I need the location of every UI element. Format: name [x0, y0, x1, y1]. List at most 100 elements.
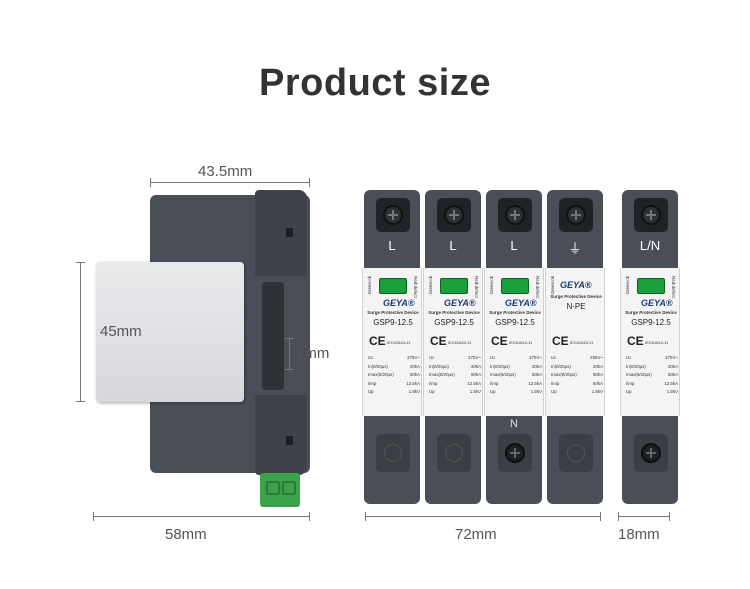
- module-head: [486, 190, 542, 268]
- ce-mark-icon: CE: [627, 334, 644, 348]
- terminal-cover-icon: [376, 434, 410, 472]
- dim-modules-line: [365, 516, 601, 517]
- dim-depth-line: [150, 182, 310, 183]
- screw-icon: [498, 198, 532, 232]
- standard-label: IEC61643-11: [387, 340, 411, 345]
- dim-tick: [365, 512, 366, 521]
- ce-mark-icon: CE: [369, 334, 386, 348]
- status-window: [637, 278, 665, 294]
- dim-tick: [285, 338, 294, 339]
- device-subtitle: Surge Protective Device: [489, 310, 541, 315]
- side-slot: [286, 228, 293, 237]
- side-slot: [286, 436, 293, 445]
- standard-label: IEC61643-11: [570, 340, 594, 345]
- dim-small-line: [289, 338, 290, 370]
- status-legend-red: Red:defect: [535, 276, 540, 298]
- screw-icon: [376, 198, 410, 232]
- status-window: [379, 278, 407, 294]
- module-base: [425, 416, 481, 504]
- dim-tick: [669, 512, 670, 521]
- module-base: [622, 416, 678, 504]
- device-subtitle: Surge Protective Device: [367, 310, 419, 315]
- side-channel: [262, 282, 284, 390]
- status-legend-green: Green:ok: [428, 276, 433, 295]
- module-label-face: Green:ok Red:defect GEYA® Surge Protecti…: [362, 268, 422, 416]
- side-bottom-block: [255, 395, 307, 475]
- terminal-label: L: [510, 238, 518, 253]
- brand-logo: GEYA®: [505, 298, 537, 308]
- dim-tick: [93, 512, 94, 521]
- dim-single-label: 18mm: [618, 526, 660, 543]
- device-subtitle: Surge Protective Device: [625, 310, 677, 315]
- device-subtitle: Surge Protective Device: [428, 310, 480, 315]
- brand-logo: GEYA®: [383, 298, 415, 308]
- status-legend-red: Red:defect: [413, 276, 418, 298]
- ground-icon: ⏚: [568, 241, 582, 256]
- model-name: N-PE: [566, 302, 586, 311]
- terminal-cover-icon: [437, 434, 471, 472]
- side-top-block: [255, 190, 307, 276]
- dim-tick: [285, 369, 294, 370]
- ce-mark-icon: CE: [552, 334, 569, 348]
- brand-logo: GEYA®: [444, 298, 476, 308]
- model-name: GSP9-12.5: [434, 318, 474, 327]
- module-head: [622, 190, 678, 268]
- module-1: L Green:ok Red:defect GEYA® Surge Protec…: [362, 190, 422, 504]
- terminal-label: L/N: [639, 238, 661, 253]
- module-head: [547, 190, 603, 268]
- module-label-face: Green:ok GEYA® Surge Protective Device N…: [545, 268, 605, 416]
- model-name: GSP9-12.5: [373, 318, 413, 327]
- dim-height-label: 45mm: [100, 323, 142, 340]
- screw-icon: [559, 198, 593, 232]
- ce-mark-icon: CE: [491, 334, 508, 348]
- module-label-face: Green:ok Red:defect GEYA® Surge Protecti…: [484, 268, 544, 416]
- dim-tick: [76, 262, 85, 263]
- device-subtitle: Surge Protective Device: [550, 294, 602, 299]
- single-module: L/N Green:ok Red:defect GEYA® Surge Prot…: [620, 190, 680, 504]
- dim-small-label: 7mm: [296, 345, 330, 362]
- dim-height-line: [80, 262, 81, 402]
- module-base: [547, 416, 603, 504]
- screw-icon: [634, 198, 668, 232]
- dim-width-line: [93, 516, 310, 517]
- standard-label: IEC61643-11: [448, 340, 472, 345]
- brand-logo: GEYA®: [560, 280, 592, 290]
- brand-logo: GEYA®: [641, 298, 673, 308]
- status-legend-green: Green:ok: [367, 276, 372, 295]
- status-window: [501, 278, 529, 294]
- module-base: [364, 416, 420, 504]
- page-title: Product size: [259, 62, 491, 104]
- module-head: [364, 190, 420, 268]
- standard-label: IEC61643-11: [509, 340, 533, 345]
- ce-mark-icon: CE: [430, 334, 447, 348]
- neutral-label: N: [510, 418, 518, 430]
- dim-tick: [618, 512, 619, 521]
- side-cover: [96, 262, 244, 402]
- dim-tick: [76, 401, 85, 402]
- dim-single-line: [618, 516, 670, 517]
- screw-icon: [498, 434, 532, 472]
- dim-tick: [309, 178, 310, 187]
- status-legend-red: Red:defect: [671, 276, 676, 298]
- status-legend-green: Green:ok: [625, 276, 630, 295]
- green-terminal-icon: [260, 473, 300, 507]
- terminal-label: L: [449, 238, 457, 253]
- dim-width-label: 58mm: [165, 526, 207, 543]
- status-legend-red: Red:defect: [474, 276, 479, 298]
- screw-icon: [634, 434, 668, 472]
- dim-tick: [150, 178, 151, 187]
- model-name: GSP9-12.5: [631, 318, 671, 327]
- module-label-face: Green:ok Red:defect GEYA® Surge Protecti…: [620, 268, 680, 416]
- module-label-face: Green:ok Red:defect GEYA® Surge Protecti…: [423, 268, 483, 416]
- screw-icon: [437, 198, 471, 232]
- terminal-label: L: [388, 238, 396, 253]
- standard-label: IEC61643-11: [645, 340, 669, 345]
- module-3: L Green:ok Red:defect GEYA® Surge Protec…: [484, 190, 544, 504]
- status-legend-green: Green:ok: [489, 276, 494, 295]
- dim-modules-label: 72mm: [455, 526, 497, 543]
